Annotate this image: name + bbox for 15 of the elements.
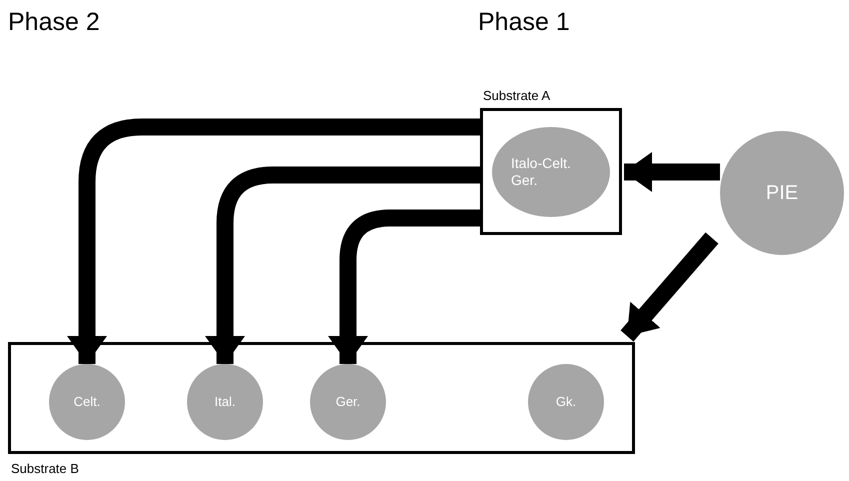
phase-heading: Phase 2 <box>8 7 100 38</box>
frame-heading: Substrate A <box>483 87 550 105</box>
arrow <box>328 210 480 364</box>
node-label: PIE <box>766 181 798 206</box>
arrow <box>620 232 718 342</box>
node-label: Celt. <box>74 393 100 412</box>
frame-heading: Substrate B <box>11 460 79 478</box>
node-label: Ital. <box>214 393 236 412</box>
arrow <box>205 166 480 364</box>
node-label: Ger. <box>336 393 360 412</box>
arrow <box>624 152 720 192</box>
node-label: Italo-Celt. Ger. <box>511 154 572 190</box>
phase-heading: Phase 1 <box>478 7 570 38</box>
node-label: Gk. <box>556 393 576 412</box>
arrow <box>67 118 480 364</box>
